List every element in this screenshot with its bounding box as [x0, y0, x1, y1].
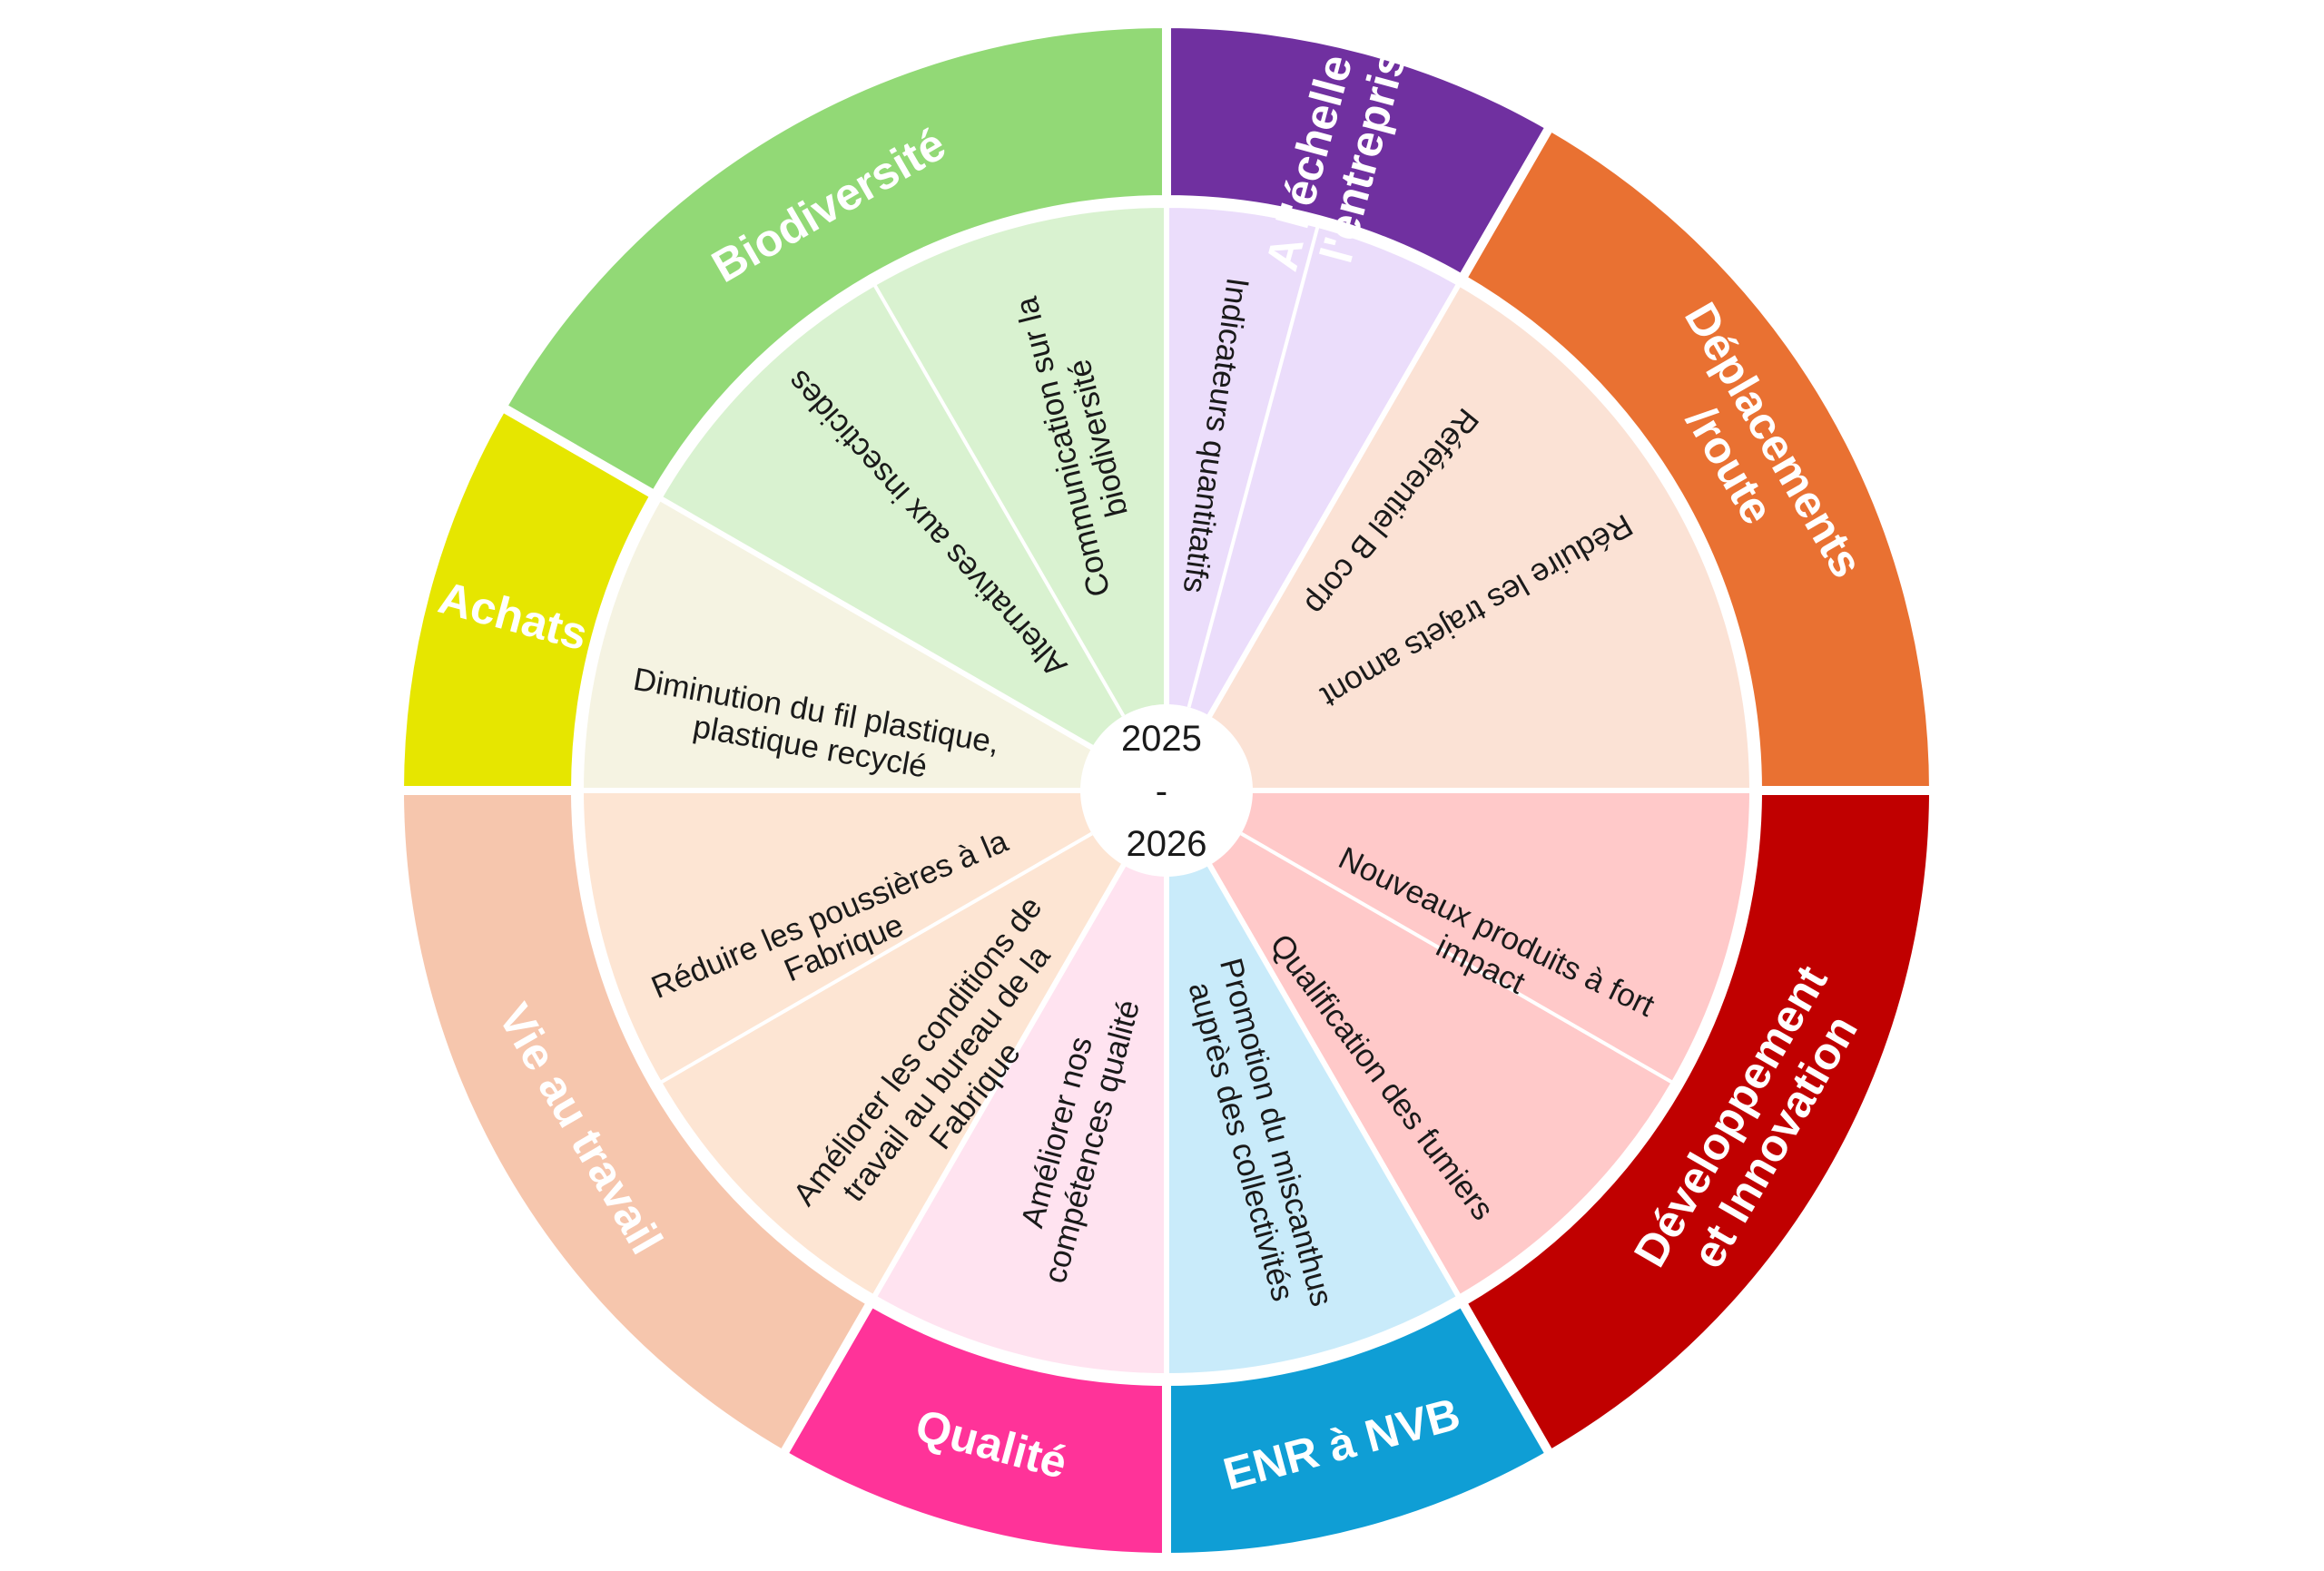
center-label-line2: -	[1156, 771, 1167, 811]
center-label-line3: 2026	[1127, 824, 1207, 864]
activity-divider	[872, 282, 1126, 717]
center-label: 2025 - 2026	[1121, 719, 1212, 864]
category-sector	[496, 18, 1171, 502]
activity-divider	[658, 831, 1093, 1085]
center-hub: 2025 - 2026	[1080, 704, 1253, 877]
activity-divider	[1187, 224, 1320, 708]
center-circle	[1080, 704, 1253, 877]
sectors-layer	[394, 18, 1939, 1563]
activity-divider	[1240, 831, 1675, 1085]
center-label-line1: 2025	[1121, 719, 1202, 759]
